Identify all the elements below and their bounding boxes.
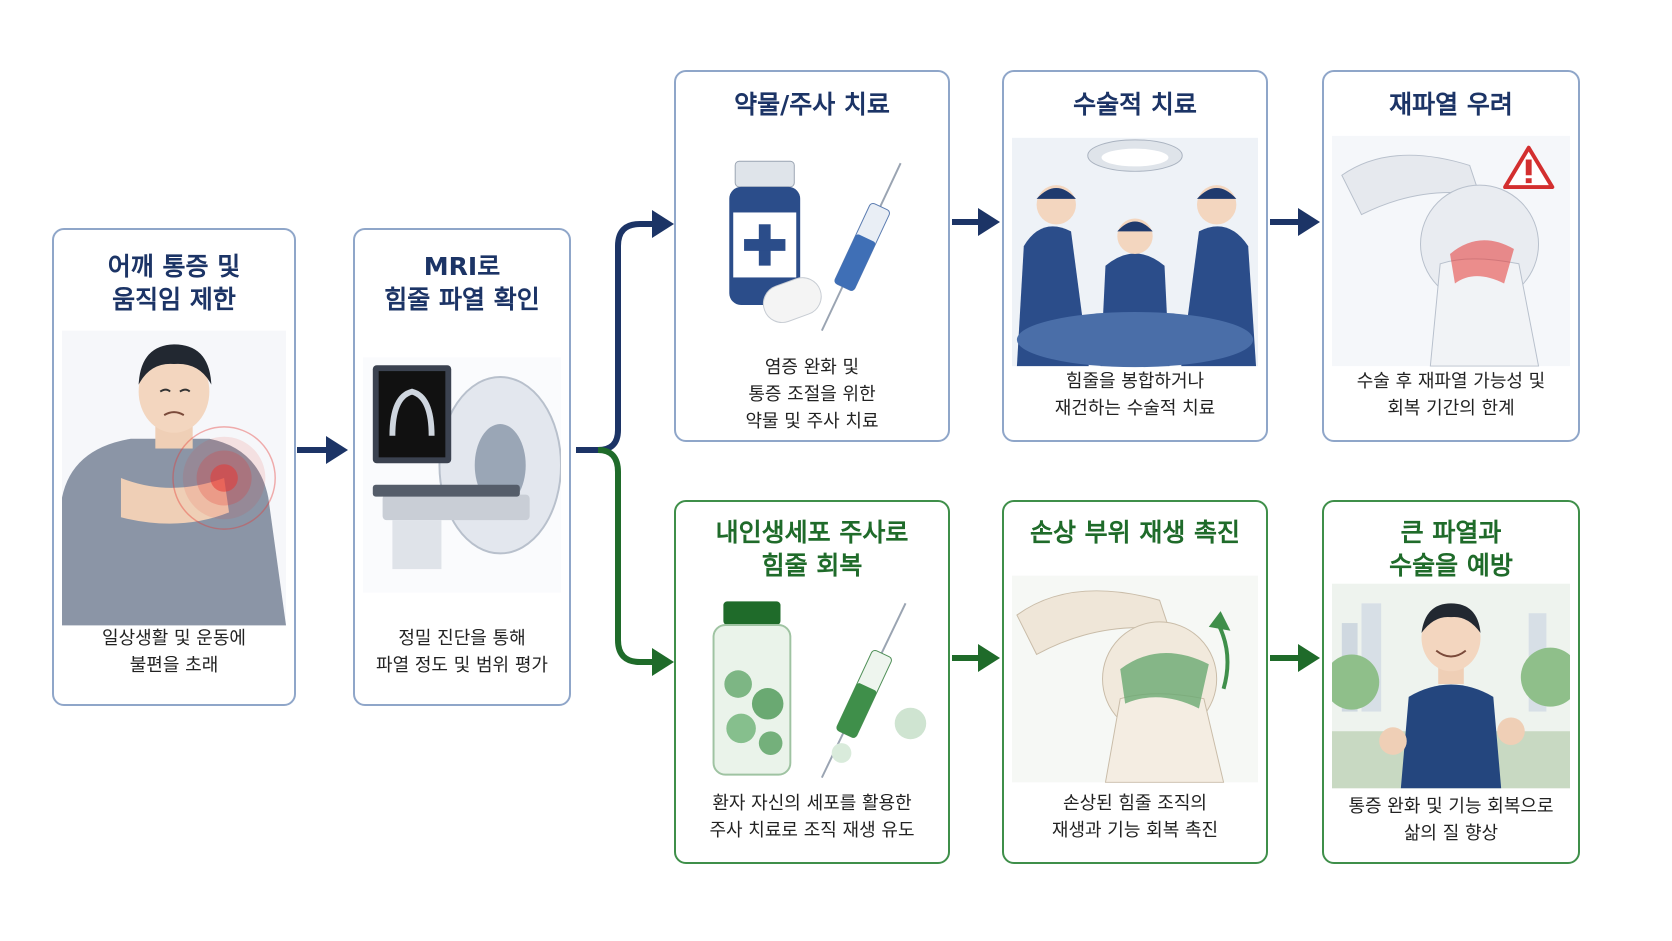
card-description: 통증 완화 및 기능 회복으로 삶의 질 향상 xyxy=(1348,796,1554,844)
card-title: 수술적 치료 xyxy=(1073,90,1197,119)
card-description: 수술 후 재파열 가능성 및 회복 기간의 한계 xyxy=(1356,371,1546,419)
shoulder-regeneration-icon xyxy=(1012,574,1258,784)
cell-vial-syringe-icon xyxy=(684,594,940,784)
shoulder-retear-warning-icon xyxy=(1332,134,1570,368)
medicine-syringe-icon xyxy=(684,142,940,342)
card-description: 환자 자신의 세포를 활용한 주사 치료로 조직 재생 유도 xyxy=(709,793,915,841)
arrow-stemcell-to-regen xyxy=(952,644,1000,672)
card-title: 약물/주사 치료 xyxy=(734,90,890,119)
card-title: 어깨 통증 및 움직임 제한 xyxy=(107,252,241,314)
card-prevent-surgery: 큰 파열과 수술을 예방 통증 완화 및 기능 회복으로 xyxy=(1322,500,1580,864)
card-description: 정밀 진단을 통해 파열 정도 및 범위 평가 xyxy=(376,628,548,676)
card-title: 손상 부위 재생 촉진 xyxy=(1029,518,1241,547)
card-title: MRI로 힘줄 파열 확인 xyxy=(384,252,540,314)
card-regeneration: 손상 부위 재생 촉진 손상된 힘줄 조직의 재생과 기능 회복 촉진 xyxy=(1002,500,1268,864)
mri-scanner-icon xyxy=(363,355,561,595)
card-description: 일상생활 및 운동에 불편을 초래 xyxy=(102,628,246,676)
card-description: 손상된 힘줄 조직의 재생과 기능 회복 촉진 xyxy=(1051,793,1219,841)
card-shoulder-pain: 어깨 통증 및 움직임 제한 일상생활 및 운동에 불편을 초래 xyxy=(52,228,296,706)
arrow-mri-to-stemcell xyxy=(597,447,674,676)
card-description: 힘줄을 봉합하거나 재건하는 수술적 치료 xyxy=(1054,371,1216,419)
card-title: 재파열 우려 xyxy=(1389,90,1513,119)
arrow-surgery-to-retear xyxy=(1270,208,1320,236)
card-mri-diagnosis: MRI로 힘줄 파열 확인 정밀 진단을 통해 파열 정도 및 범위 평가 xyxy=(353,228,571,706)
arrow-pain-to-mri xyxy=(297,436,348,464)
card-drug-injection: 약물/주사 치료 염증 완화 및 통증 조절을 위한 약물 및 주사 치료 xyxy=(674,70,950,442)
arrow-mri-to-drug xyxy=(576,210,674,453)
jogging-man-icon xyxy=(1332,582,1570,790)
shoulder-pain-icon xyxy=(62,328,286,628)
card-retear-risk: 재파열 우려 수술 후 재파열 가능성 및 회복 기간의 한계 xyxy=(1322,70,1580,442)
arrow-drug-to-surgery xyxy=(952,208,1000,236)
card-surgery: 수술적 치료 힘줄을 봉합하거나 재건하는 수술적 치료 xyxy=(1002,70,1268,442)
surgeons-icon xyxy=(1012,136,1258,368)
card-title: 내인생세포 주사로 힘줄 회복 xyxy=(715,518,909,580)
card-stem-cell-injection: 내인생세포 주사로 힘줄 회복 환자 자신의 세포를 활용한 주사 치료로 조직… xyxy=(674,500,950,864)
card-title: 큰 파열과 수술을 예방 xyxy=(1389,518,1513,580)
card-description: 염증 완화 및 통증 조절을 위한 약물 및 주사 치료 xyxy=(745,357,879,432)
arrow-regen-to-prevent xyxy=(1270,644,1320,672)
